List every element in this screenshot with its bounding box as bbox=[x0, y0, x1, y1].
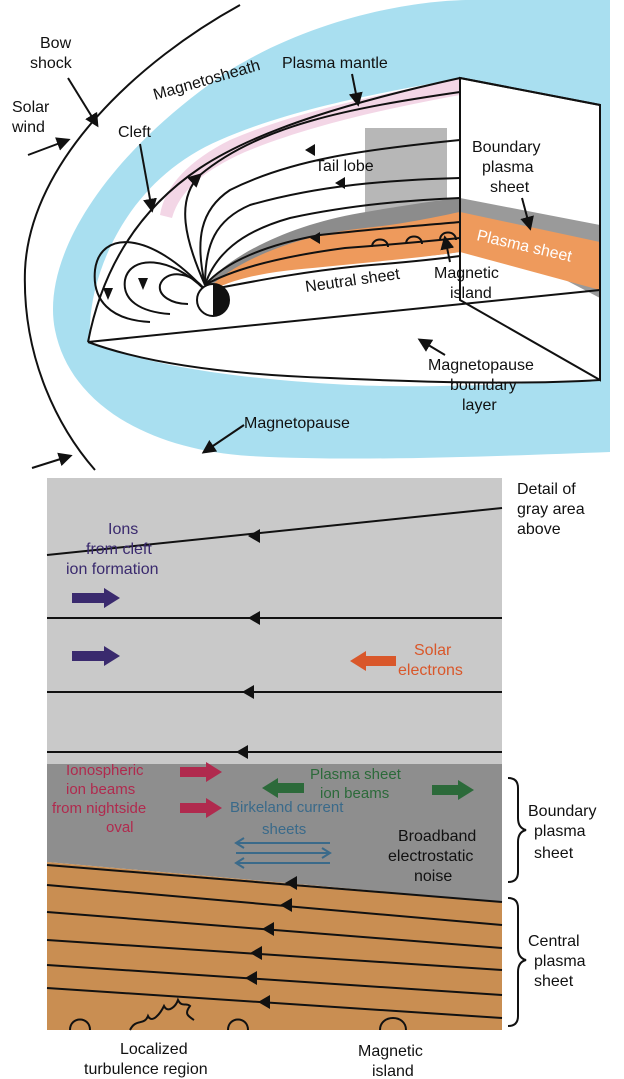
label-boundary-plasma-sheet-1: Boundary bbox=[472, 139, 541, 156]
label-ionospheric-1: Ionospheric bbox=[66, 762, 144, 779]
label-ionospheric-4: oval bbox=[106, 819, 134, 836]
label-solar-electrons-2: electrons bbox=[398, 662, 463, 679]
label-broadband-3: noise bbox=[414, 868, 452, 885]
label-mp-boundary-layer-1: Magnetopause bbox=[428, 357, 534, 374]
label-plasma-mantle: Plasma mantle bbox=[282, 55, 388, 72]
label-birkeland-2: sheets bbox=[262, 821, 306, 838]
label-cleft: Cleft bbox=[118, 124, 151, 141]
label-bps-3: sheet bbox=[534, 845, 574, 862]
label-mp-boundary-layer-2: boundary bbox=[450, 377, 517, 394]
label-boundary-plasma-sheet-3: sheet bbox=[490, 179, 530, 196]
label-broadband-1: Broadband bbox=[398, 828, 476, 845]
label-magnetic-island-1: Magnetic bbox=[434, 265, 499, 282]
label-magnetic-island-2: island bbox=[450, 285, 492, 302]
label-island-1: Magnetic bbox=[358, 1043, 423, 1060]
label-birkeland-1: Birkeland current bbox=[230, 799, 344, 816]
birkeland-current-arrows bbox=[236, 838, 330, 868]
label-ions-2: from cleft bbox=[86, 541, 152, 558]
label-turbulence-1: Localized bbox=[120, 1041, 188, 1058]
label-broadband-2: electrostatic bbox=[388, 848, 473, 865]
detail-caption-3: above bbox=[517, 521, 561, 538]
brace-boundary bbox=[508, 778, 526, 882]
detail-panel: Detail of gray area above Ions from clef… bbox=[47, 478, 597, 1079]
label-bow-shock-2: shock bbox=[30, 55, 73, 72]
label-cps-2: plasma bbox=[534, 953, 586, 970]
label-turbulence-2: turbulence region bbox=[84, 1061, 208, 1078]
label-bps-1: Boundary bbox=[528, 803, 597, 820]
detail-caption-2: gray area bbox=[517, 501, 585, 518]
label-ions-3: ion formation bbox=[66, 561, 159, 578]
detail-caption-1: Detail of bbox=[517, 481, 576, 498]
label-ps-beams-1: Plasma sheet bbox=[310, 766, 402, 783]
label-solar-wind-2: wind bbox=[11, 119, 45, 136]
brace-central bbox=[508, 898, 526, 1026]
label-boundary-plasma-sheet-2: plasma bbox=[482, 159, 534, 176]
label-ions-1: Ions bbox=[108, 521, 138, 538]
label-ionospheric-3: from nightside bbox=[52, 800, 146, 817]
label-solar-electrons-1: Solar bbox=[414, 642, 452, 659]
label-ionospheric-2: ion beams bbox=[66, 781, 135, 798]
label-solar-wind-1: Solar bbox=[12, 99, 50, 116]
label-mp-boundary-layer-3: layer bbox=[462, 397, 497, 414]
label-magnetopause: Magnetopause bbox=[244, 415, 350, 432]
label-bow-shock-1: Bow bbox=[40, 35, 72, 52]
label-island-2: island bbox=[372, 1063, 414, 1079]
magnetosphere-diagram: Bow shock Solar wind Magnetosheath Plasm… bbox=[11, 0, 610, 470]
label-cps-3: sheet bbox=[534, 973, 574, 990]
label-tail-lobe: Tail lobe bbox=[315, 158, 374, 175]
label-cps-1: Central bbox=[528, 933, 580, 950]
label-bps-2: plasma bbox=[534, 823, 586, 840]
